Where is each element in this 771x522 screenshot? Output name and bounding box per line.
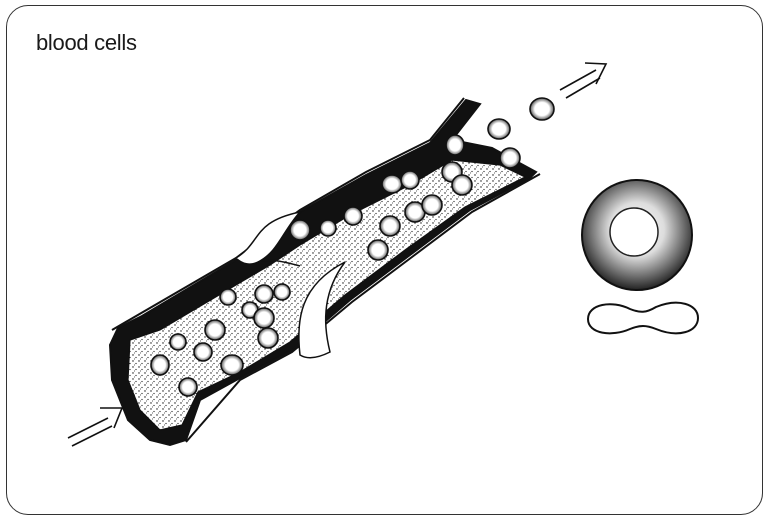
blood-cell [220,289,236,305]
blood-cell [274,284,290,300]
blood-cell [500,148,520,168]
blood-cell [344,207,362,225]
blood-cell [170,334,186,350]
blood-cell [446,135,464,155]
flow-in-arrow [68,408,122,446]
blood-cell [452,175,472,195]
blood-cell [255,285,273,303]
blood-cell [194,343,212,361]
flow-out-arrow [560,63,606,98]
blood-cell [258,328,278,348]
red-blood-cell-side-view [588,303,698,334]
blood-cell [179,378,197,396]
blood-cell [205,320,225,340]
blood-cell [221,355,243,375]
vessel [110,98,540,445]
blood-cell [290,220,310,240]
blood-cell [151,355,169,375]
blood-cell [380,216,400,236]
blood-cell [382,175,402,193]
blood-cell [530,98,554,120]
red-blood-cell-top-view [582,180,692,290]
blood-cell [488,119,510,139]
blood-cell [254,308,274,328]
blood-cell [422,195,442,215]
blood-cell [401,171,419,189]
blood-cell [368,240,388,260]
blood-cell [320,220,336,236]
